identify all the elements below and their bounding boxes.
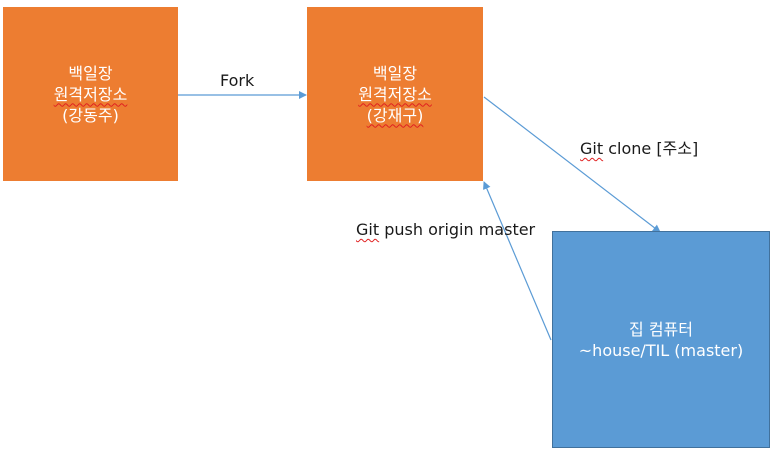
home-computer-box: 집 컴퓨터 ~house/TIL (master) [552,231,770,448]
remote-repo-kang-jaegu-box: 백일장 원격저장소 (강재구) [307,7,483,181]
git-word: Git [356,220,380,239]
box-line-1: 백일장 [68,63,113,83]
clone-label: Git clone [주소] [580,139,698,159]
clone-arrow [483,96,661,233]
git-word: Git [580,139,604,158]
box-line-1: 백일장 [372,63,418,83]
box-line-2: ~house/TIL (master) [578,340,744,360]
box-line-2: 원격저장소 [358,84,432,104]
push-arrow [483,181,552,341]
box-line-1: 집 컴퓨터 [629,319,693,339]
box-line-3: (강재구) [366,105,424,125]
remote-repo-kang-dongju-box: 백일장 원격저장소 (강동주) [3,7,178,181]
push-label: Git push origin master [356,220,535,240]
box-line-2: 원격저장소 [53,84,128,104]
fork-label: Fork [220,71,255,90]
push-label-text: Git push origin master [356,220,536,239]
clone-label-text: Git clone [주소] [580,139,699,158]
box-line-3: (강동주) [62,105,119,125]
